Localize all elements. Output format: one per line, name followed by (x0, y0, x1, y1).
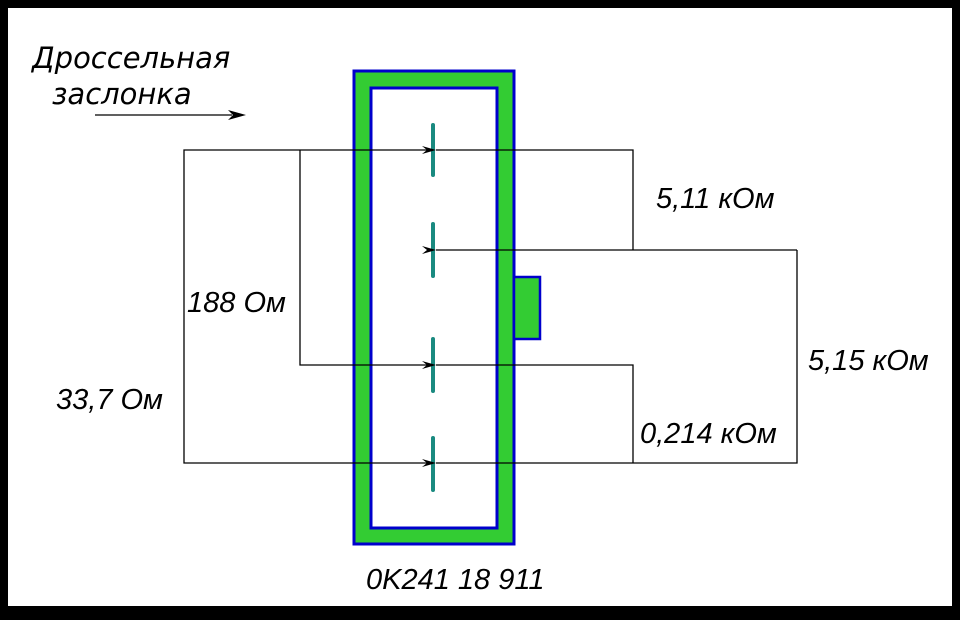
resistance-label-188: 188 Ом (187, 287, 286, 319)
right-wiring (422, 146, 798, 467)
arrow-right-icon (95, 110, 246, 120)
arrow-left-icon (422, 361, 634, 463)
title-line-2: заслонка (52, 77, 192, 111)
resistance-label-5-11: 5,11 кОм (656, 183, 775, 215)
resistance-label-33-7: 33,7 Ом (56, 384, 163, 416)
connector-housing (352, 69, 542, 546)
part-number: 0K241 18 911 (366, 564, 544, 596)
connector-latch (512, 275, 542, 341)
title-line-1: Дроссельная (30, 41, 230, 75)
resistance-label-0-214: 0,214 кОм (640, 418, 777, 450)
left-wiring (183, 149, 433, 464)
resistance-label-5-15: 5,15 кОм (808, 345, 929, 377)
arrow-left-icon (422, 146, 634, 250)
